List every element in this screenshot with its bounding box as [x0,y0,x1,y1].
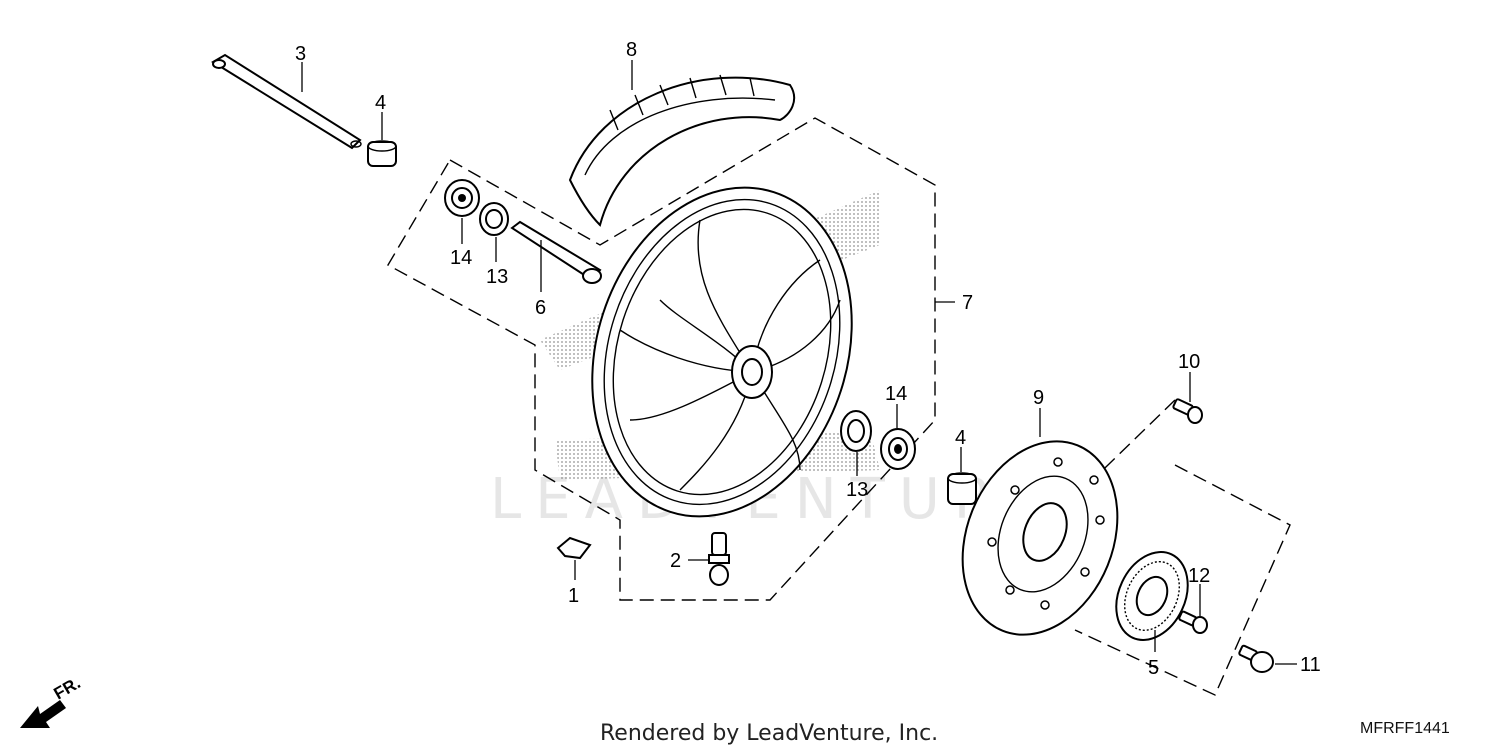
collar-part-4-right[interactable] [947,472,977,505]
seal-part-13-right[interactable] [840,410,872,452]
bearing-part-14-left[interactable] [444,179,480,217]
label-11[interactable]: 11 [1300,654,1321,676]
bolt-part-10[interactable] [1172,398,1203,424]
direction-label: FR. [51,673,84,703]
label-10[interactable]: 10 [1178,351,1200,373]
balance-weight-part-1[interactable] [556,536,592,560]
tire-part-8[interactable] [568,74,796,227]
arrow-icon [20,700,66,728]
brake-disc-part-9[interactable] [935,418,1145,658]
label-9[interactable]: 9 [1033,387,1044,409]
front-direction-arrow: FR. [20,673,84,728]
screw-part-12[interactable] [1178,610,1208,634]
pulser-ring-part-5[interactable] [1103,540,1202,651]
collar-part-4-top[interactable] [367,140,397,167]
reference-labels: 3 4 14 13 6 8 7 14 13 4 9 10 1 2 12 5 11 [295,39,1321,679]
wheel-part-7[interactable] [551,154,893,551]
label-14-right[interactable]: 14 [885,383,907,405]
leader-lines [301,60,1297,665]
bolt-part-11[interactable] [1238,644,1274,673]
label-2[interactable]: 2 [670,550,681,572]
label-6[interactable]: 6 [535,297,546,319]
label-12[interactable]: 12 [1188,565,1210,587]
seal-part-13-left[interactable] [479,202,509,236]
label-1[interactable]: 1 [568,585,579,607]
bearing-part-14-right[interactable] [880,428,916,470]
label-4-top[interactable]: 4 [375,92,386,114]
hub-boundary [1074,464,1291,696]
valve-part-2[interactable] [708,532,730,586]
spacer-part-6[interactable] [510,220,602,284]
label-8[interactable]: 8 [626,39,637,61]
diagram-code: MFRFF1441 [1360,720,1450,737]
label-13-left[interactable]: 13 [486,266,508,288]
footer-credit: Rendered by LeadVenture, Inc. [600,721,938,746]
label-5[interactable]: 5 [1148,657,1159,679]
label-14-left[interactable]: 14 [450,247,472,269]
label-7[interactable]: 7 [962,292,973,314]
assembly-boundary [387,117,936,601]
axle-part-3[interactable] [211,53,362,150]
label-3[interactable]: 3 [295,43,306,65]
label-4-right[interactable]: 4 [955,427,966,449]
label-13-right[interactable]: 13 [846,479,868,501]
